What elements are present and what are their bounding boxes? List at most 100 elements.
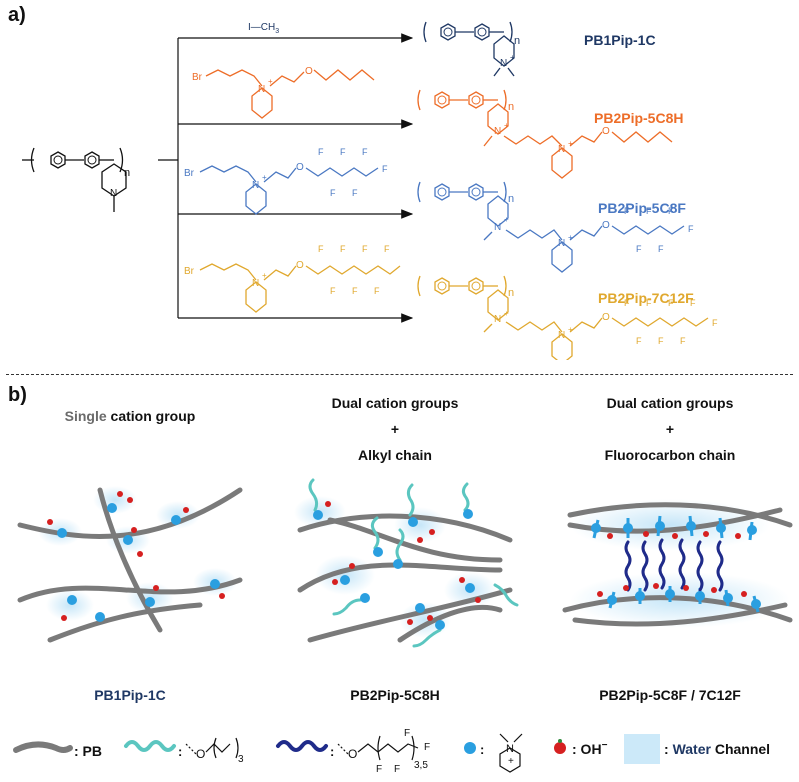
svg-text:O: O bbox=[602, 126, 610, 137]
starting-polymer: N n bbox=[22, 147, 130, 212]
svg-text::: : bbox=[178, 744, 182, 759]
reagent-4: Br N + O F F F F F F F bbox=[184, 244, 401, 313]
svg-text:N: N bbox=[494, 222, 501, 233]
reagent-3: Br N + O F F F F F F bbox=[184, 147, 388, 215]
svg-text:n: n bbox=[514, 35, 520, 47]
svg-text:3,5: 3,5 bbox=[414, 760, 428, 771]
svg-text:+: + bbox=[262, 173, 267, 182]
svg-text:F: F bbox=[680, 336, 686, 346]
svg-text:F: F bbox=[712, 318, 718, 328]
svg-text:F: F bbox=[688, 224, 694, 234]
svg-text::: : bbox=[330, 744, 334, 759]
svg-text:+: + bbox=[504, 121, 509, 130]
svg-text:F: F bbox=[318, 147, 324, 157]
panel-a-scheme: N n I—CH3 Br N + O Br N + O F F F F F F bbox=[22, 21, 718, 360]
panel-a-label: a) bbox=[8, 4, 26, 26]
svg-text:F: F bbox=[362, 244, 368, 254]
svg-text:N: N bbox=[494, 126, 501, 137]
legend-alkyl-structure: O 3 bbox=[185, 737, 244, 765]
product-3-structure: N + N + O F F F F F F n bbox=[417, 181, 694, 273]
svg-text:N: N bbox=[558, 144, 565, 155]
legend-fluoro-swatch bbox=[276, 740, 328, 752]
svg-text:F: F bbox=[636, 244, 642, 254]
svg-text:N: N bbox=[494, 314, 501, 325]
legend-cation-swatch bbox=[464, 742, 476, 754]
product-name-4: PB2Pip-7C12F bbox=[598, 290, 694, 306]
svg-text::: : bbox=[480, 742, 484, 757]
svg-text:F: F bbox=[362, 147, 368, 157]
repeat-n-start: n bbox=[124, 167, 130, 179]
svg-text:Br: Br bbox=[184, 168, 195, 179]
svg-text:F: F bbox=[384, 244, 390, 254]
svg-text:+: + bbox=[504, 309, 509, 318]
legend-pb-label: : PB bbox=[74, 743, 102, 759]
svg-text:O: O bbox=[305, 66, 313, 77]
svg-text:F: F bbox=[658, 336, 664, 346]
svg-text:F: F bbox=[424, 742, 430, 753]
legend-oh-label: : OH− bbox=[572, 740, 608, 757]
product-2-structure: N + N + O n bbox=[417, 89, 673, 179]
svg-text:F: F bbox=[376, 764, 382, 775]
svg-text:+: + bbox=[504, 215, 509, 224]
caption-2: PB2Pip-5C8H bbox=[350, 687, 440, 703]
legend-cation-structure: N + bbox=[499, 733, 523, 773]
alkyl-chain-network bbox=[294, 478, 519, 648]
svg-text:+: + bbox=[568, 139, 573, 148]
panel-divider bbox=[6, 374, 793, 375]
svg-text:n: n bbox=[508, 287, 514, 299]
svg-text:F: F bbox=[624, 298, 630, 308]
svg-text:n: n bbox=[508, 193, 514, 205]
legend-fluoro-structure: O F F F F 3,5 bbox=[337, 728, 430, 775]
product-name-1: PB1Pip-1C bbox=[584, 32, 656, 48]
svg-text:+: + bbox=[510, 53, 515, 62]
single-cation-network bbox=[17, 486, 243, 643]
svg-text:O: O bbox=[602, 220, 610, 231]
svg-text:F: F bbox=[658, 244, 664, 254]
svg-text:N: N bbox=[558, 330, 565, 341]
svg-text:+: + bbox=[508, 756, 514, 767]
svg-text:+: + bbox=[262, 271, 267, 280]
svg-text:F: F bbox=[690, 298, 696, 308]
svg-text:N: N bbox=[258, 84, 265, 95]
svg-text:N: N bbox=[252, 180, 259, 191]
legend: : PB : O 3 : O F F F F 3,5 : N + : OH− :… bbox=[13, 728, 770, 775]
product-name-2: PB2Pip-5C8H bbox=[594, 110, 684, 126]
svg-text:N: N bbox=[500, 58, 507, 69]
svg-text:F: F bbox=[318, 244, 324, 254]
caption-3: PB2Pip-5C8F / 7C12F bbox=[599, 687, 741, 703]
panel-b-label: b) bbox=[8, 384, 27, 406]
svg-text:F: F bbox=[668, 298, 674, 308]
n-atom-start: N bbox=[110, 188, 117, 199]
svg-text:F: F bbox=[404, 728, 410, 739]
svg-text:Br: Br bbox=[184, 266, 195, 277]
svg-text:+: + bbox=[568, 233, 573, 242]
legend-alkyl-swatch bbox=[124, 740, 176, 752]
svg-text:F: F bbox=[382, 164, 388, 174]
svg-text:O: O bbox=[296, 260, 304, 271]
svg-text:O: O bbox=[348, 747, 357, 761]
svg-text:O: O bbox=[602, 312, 610, 323]
caption-1: PB1Pip-1C bbox=[94, 687, 166, 703]
svg-text:F: F bbox=[340, 147, 346, 157]
svg-text:F: F bbox=[330, 188, 336, 198]
column-3-heading: Dual cation groups + Fluorocarbon chain bbox=[604, 395, 736, 463]
svg-text:F: F bbox=[352, 188, 358, 198]
legend-pb-swatch bbox=[13, 741, 73, 753]
svg-text:O: O bbox=[296, 162, 304, 173]
svg-text:+: + bbox=[268, 77, 273, 86]
svg-text:F: F bbox=[646, 298, 652, 308]
svg-text:F: F bbox=[636, 336, 642, 346]
svg-text:+: + bbox=[568, 325, 573, 334]
column-1-heading: Single cation group bbox=[64, 408, 196, 424]
legend-water-swatch bbox=[624, 734, 660, 764]
product-name-3: PB2Pip-5C8F bbox=[598, 200, 686, 216]
svg-text:F: F bbox=[646, 206, 652, 216]
svg-text:F: F bbox=[394, 764, 400, 775]
product-1-structure: N + n bbox=[423, 21, 520, 77]
svg-text:Br: Br bbox=[192, 72, 203, 83]
svg-text:F: F bbox=[340, 244, 346, 254]
svg-text:N: N bbox=[558, 238, 565, 249]
legend-oh-swatch bbox=[554, 742, 566, 754]
svg-text:O: O bbox=[196, 747, 205, 761]
svg-text:F: F bbox=[668, 206, 674, 216]
